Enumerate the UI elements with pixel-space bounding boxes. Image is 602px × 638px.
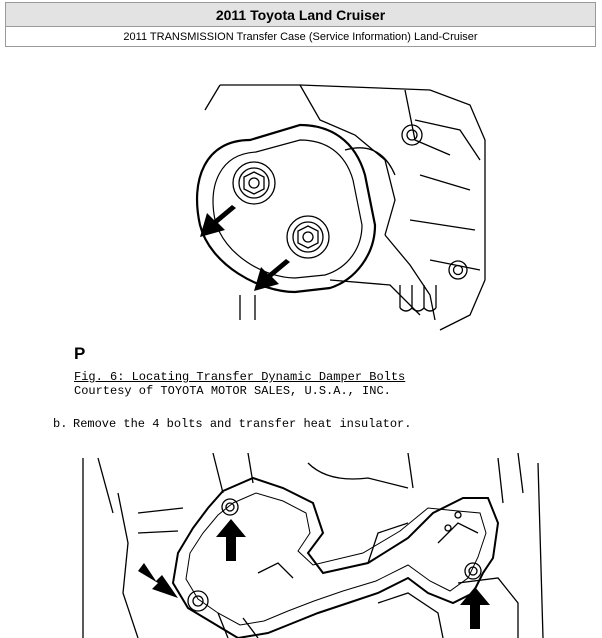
document-header: 2011 Toyota Land Cruiser 2011 TRANSMISSI… <box>5 2 596 47</box>
heat-insulator-illustration <box>82 453 544 638</box>
figure-caption-title: Fig. 6: Locating Transfer Dynamic Damper… <box>74 370 406 384</box>
document-subtitle: 2011 TRANSMISSION Transfer Case (Service… <box>123 31 478 43</box>
procedure-step: b. Remove the 4 bolts and transfer heat i… <box>53 417 411 431</box>
figure-code: P <box>74 344 86 363</box>
step-text: Remove the 4 bolts and transfer heat ins… <box>73 417 412 431</box>
figure-caption: Fig. 6: Locating Transfer Dynamic Damper… <box>74 370 405 398</box>
step-marker: b. <box>53 417 68 431</box>
damper-bolts-illustration <box>196 84 486 331</box>
figure-caption-credit: Courtesy of TOYOTA MOTOR SALES, U.S.A., … <box>74 384 391 398</box>
document-title: 2011 Toyota Land Cruiser <box>6 3 595 27</box>
